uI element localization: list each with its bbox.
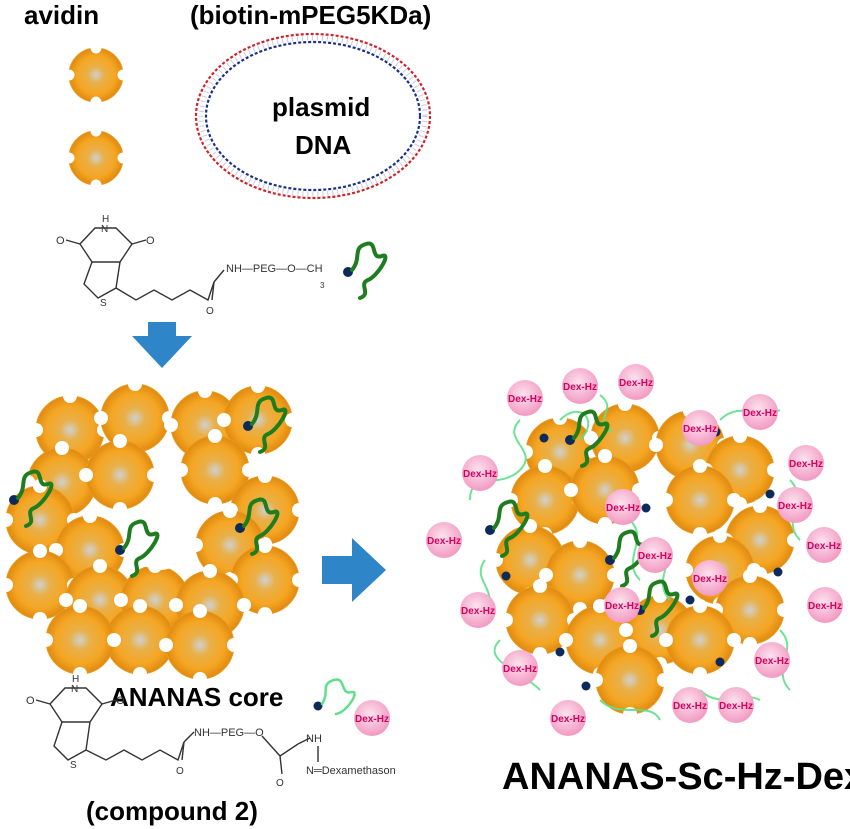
biotin-peg-structure: [65, 227, 225, 302]
dex-hz-label-20: Dex-Hz: [719, 701, 753, 712]
struct-top-subscript: 3: [320, 281, 325, 290]
avidin-icon-1: [63, 42, 129, 108]
dex-hz-labels: Dex-HzDex-HzDex-HzDex-HzDex-HzDex-HzDex-…: [427, 378, 842, 725]
dna-label: DNA: [295, 130, 352, 160]
dex-hz-label-9: Dex-Hz: [427, 536, 461, 547]
dex-hz-label-2: Dex-Hz: [508, 394, 542, 405]
struct-bot-nh: NH: [306, 733, 322, 745]
compound2-structure: [35, 687, 319, 775]
struct-bot-n-dex: N═Dexamethason: [306, 765, 396, 777]
dex-hz-legend-label: Dex-Hz: [355, 714, 389, 725]
dex-hz-label-19: Dex-Hz: [673, 701, 707, 712]
ananas-core-label: ANANAS core: [110, 682, 284, 712]
struct-bot-o4: O: [276, 778, 284, 789]
struct-top-n: N: [101, 224, 108, 235]
struct-bot-o3: O: [176, 766, 184, 777]
peg-dex-legend-icon: [312, 678, 356, 716]
down-arrow-icon: [132, 322, 192, 368]
struct-top-h: H: [102, 214, 109, 225]
struct-bot-nh-peg: NH—PEG—O: [194, 727, 264, 739]
plasmid-label: plasmid: [272, 92, 371, 122]
ananas-core-icon: [0, 376, 307, 687]
struct-top-s: S: [100, 298, 107, 309]
struct-top-o2: O: [146, 235, 155, 247]
dex-hz-label-3: Dex-Hz: [619, 378, 653, 389]
struct-bot-o2: O: [116, 695, 125, 707]
dex-hz-label-10: Dex-Hz: [807, 541, 841, 552]
dex-hz-label-16: Dex-Hz: [808, 601, 842, 612]
struct-bot-s: S: [70, 760, 77, 771]
compound2-label: (compound 2): [86, 796, 258, 826]
dex-hz-label-17: Dex-Hz: [503, 664, 537, 675]
dex-hz-label-11: Dex-Hz: [606, 503, 640, 514]
dex-hz-label-4: Dex-Hz: [743, 408, 777, 419]
biotin-peg-label: (biotin-mPEG5KDa): [190, 0, 432, 30]
plasmid-dna-icon: [194, 32, 432, 200]
struct-top-o1: O: [56, 235, 65, 247]
ananas-sc-hz-dex-label: ANANAS-Sc-Hz-Dex: [502, 756, 850, 798]
struct-bot-n: N: [71, 684, 78, 695]
dex-hz-label-13: Dex-Hz: [693, 574, 727, 585]
dex-hz-label-21: Dex-Hz: [551, 714, 585, 725]
ananas-sc-hz-dex-icon: [426, 364, 843, 736]
dex-hz-label-6: Dex-Hz: [789, 459, 823, 470]
struct-top-o3: O: [206, 306, 214, 317]
dex-hz-label-1: Dex-Hz: [563, 382, 597, 393]
avidin-icon-2: [63, 125, 129, 191]
dex-hz-label-14: Dex-Hz: [605, 601, 639, 612]
avidin-label: avidin: [24, 0, 100, 30]
right-arrow-icon: [322, 538, 386, 602]
biotin-peg-icon: [341, 241, 388, 300]
struct-bot-h: H: [72, 674, 79, 685]
struct-bot-o1: O: [26, 695, 35, 707]
dex-hz-label-8: Dex-Hz: [778, 501, 812, 512]
dex-hz-label-5: Dex-Hz: [683, 424, 717, 435]
dex-hz-label-12: Dex-Hz: [638, 551, 672, 562]
dex-hz-label-15: Dex-Hz: [461, 606, 495, 617]
dex-hz-label-18: Dex-Hz: [755, 656, 789, 667]
struct-top-nh-peg: NH—PEG—O—CH: [226, 263, 323, 275]
dex-hz-label-7: Dex-Hz: [463, 469, 497, 480]
